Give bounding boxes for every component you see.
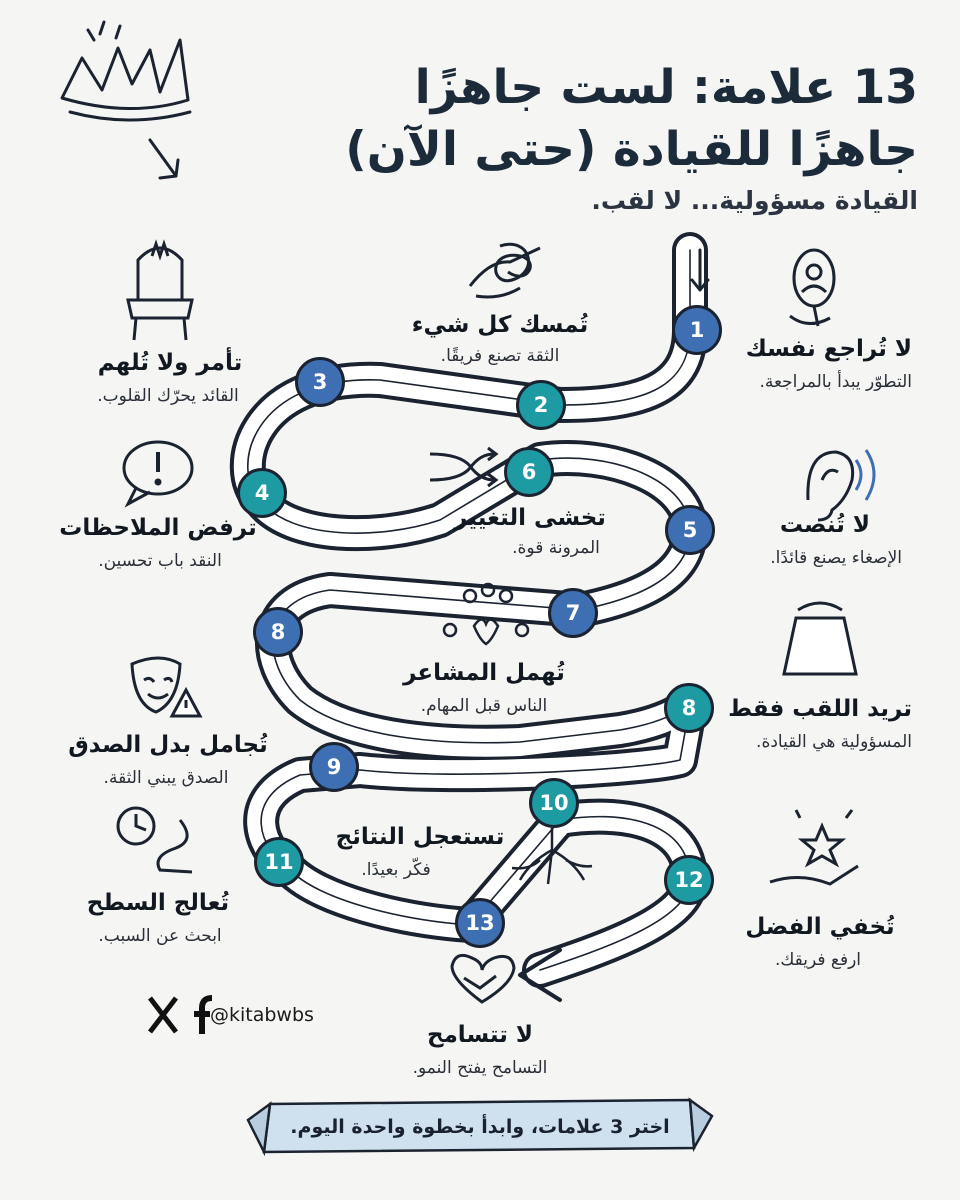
badge-8-left: 8 [253,607,303,657]
sign-2-desc: الثقة تصنع فريقًا. [440,346,560,366]
shuffle-arrows-icon [429,446,499,488]
sign-1-desc: التطوّر يبدأ بالمراجعة. [759,372,912,392]
page-title-line1: 13 علامة: لست جاهزًا [414,60,918,115]
badge-2: 2 [516,380,566,430]
banner-text: اختر 3 علامات، وابدأ بخطوة واحدة اليوم. [290,1116,670,1138]
badge-13: 13 [455,898,505,948]
banner-ribbon [246,1097,714,1157]
sign-13-title: لا تتسامح [426,1022,534,1048]
mirror-icon [789,248,836,327]
sign-12-desc: ارفع فريقك. [774,950,862,970]
badge-12: 12 [664,855,714,905]
sign-4-desc: النقد باب تحسين. [98,551,222,571]
tangled-hand-icon [468,242,541,299]
star-hand-icon [769,809,859,886]
team-heart-icon [442,582,530,646]
badge-7: 7 [548,588,598,638]
badge-5: 5 [665,505,715,555]
badge-11: 11 [254,837,304,887]
speech-bubble-exclamation-icon [122,440,194,508]
badge-4: 4 [237,468,287,518]
page-title-line2: جاهزًا للقيادة (حتى الآن) [345,122,918,177]
page-subtitle: القيادة مسؤولية... لا لقب. [591,186,918,215]
sign-5-desc: الإصغاء يصنع قائدًا. [770,548,902,568]
facebook-logo-icon [194,995,213,1034]
sign-4-title: ترفض الملاحظات [59,515,257,541]
sign-9-title: تُجامل بدل الصدق [68,732,268,758]
sign-10-desc: فكّر بعيدًا. [361,860,431,880]
sign-1-title: لا تُراجع نفسك [745,336,912,362]
sign-8-desc: الناس قبل المهام. [420,696,548,716]
ear-icon [806,449,876,522]
sign-12-title: تُخفي الفضل [745,914,895,940]
sign-6-desc: المرونة قوة. [512,538,600,558]
sign-8b-title: تريد اللقب فقط [728,696,912,722]
sign-10-title: تستعجل النتائج [335,824,505,850]
sign-5-title: لا تُنصت [779,512,870,538]
badge-6: 6 [504,447,554,497]
sign-13-desc: التسامح يفتح النمو. [412,1058,548,1078]
clock-path-icon [116,806,193,874]
sign-8-title: تُهمل المشاعر [403,660,565,686]
badge-8-right: 8 [664,683,714,733]
sign-11-desc: ابحث عن السبب. [98,926,222,946]
handshake-heart-icon [450,953,516,1004]
sign-11-title: تُعالج السطح [86,890,230,916]
badge-10: 10 [529,778,579,828]
roots-icon [511,828,593,885]
badge-9: 9 [309,742,359,792]
crown-icon [60,20,192,180]
badge-1: 1 [672,305,722,355]
social-handle[interactable]: @kitabwbs [210,1004,314,1026]
sign-8b-desc: المسؤولية هي القيادة. [756,732,912,752]
badge-3: 3 [295,357,345,407]
sign-9-desc: الصدق يبني الثقة. [103,768,229,788]
weight-icon [782,601,858,676]
throne-icon [126,239,194,341]
x-logo-icon [148,996,178,1034]
sign-6-title: تخشى التغيير [454,505,606,531]
sign-3-title: تأمر ولا تُلهم [97,350,243,376]
mask-warning-icon [130,656,203,718]
sign-2-title: تُمسك كل شيء [411,312,589,338]
sign-3-desc: القائد يحرّك القلوب. [97,386,239,406]
